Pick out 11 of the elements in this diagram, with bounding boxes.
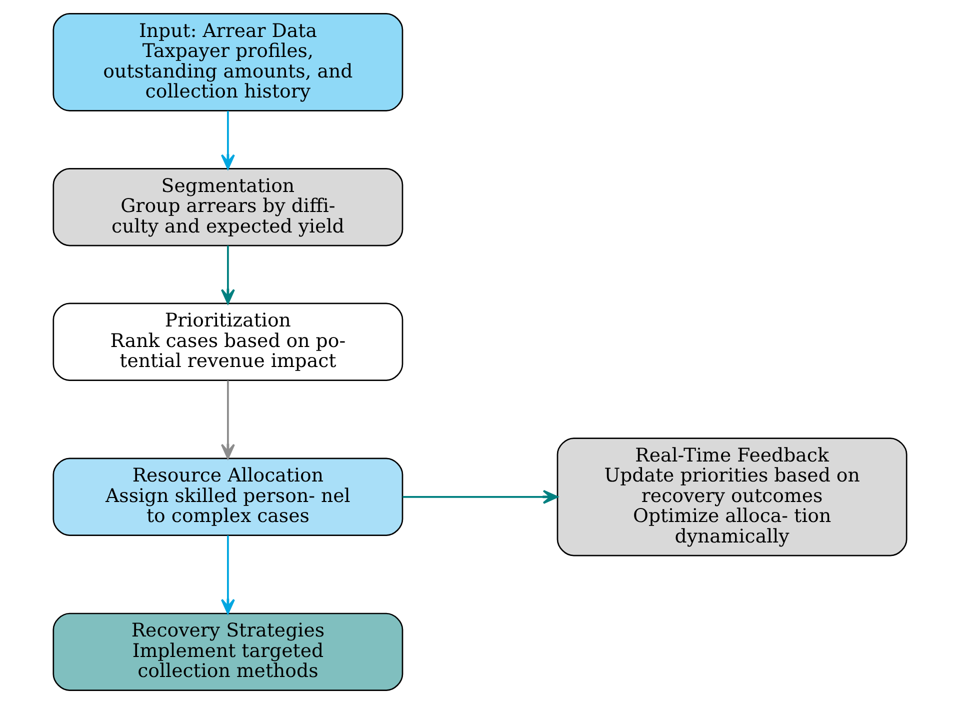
node-box: Resource Allocation Assign skilled person- nel to complex cases — [52, 458, 404, 536]
node-box: Prioritization Rank cases based on po- tential revenue impact — [52, 302, 404, 381]
arrow — [402, 490, 558, 504]
node-box: Input: Arrear Data Taxpayer profiles, outstanding amounts, and collection history — [52, 13, 404, 112]
node-box: Segmentation Group arrears by diffi- culty and expected yield — [52, 168, 404, 246]
node-box: Recovery Strategies Implement targeted collection methods — [52, 612, 404, 691]
arrow — [220, 110, 235, 170]
arrow — [220, 246, 235, 304]
arrow — [220, 536, 235, 614]
node-box: Real-Time Feedback Update priorities based on recovery outcomes Optimize alloca- tion dynamically — [556, 438, 908, 556]
arrow — [220, 380, 235, 460]
